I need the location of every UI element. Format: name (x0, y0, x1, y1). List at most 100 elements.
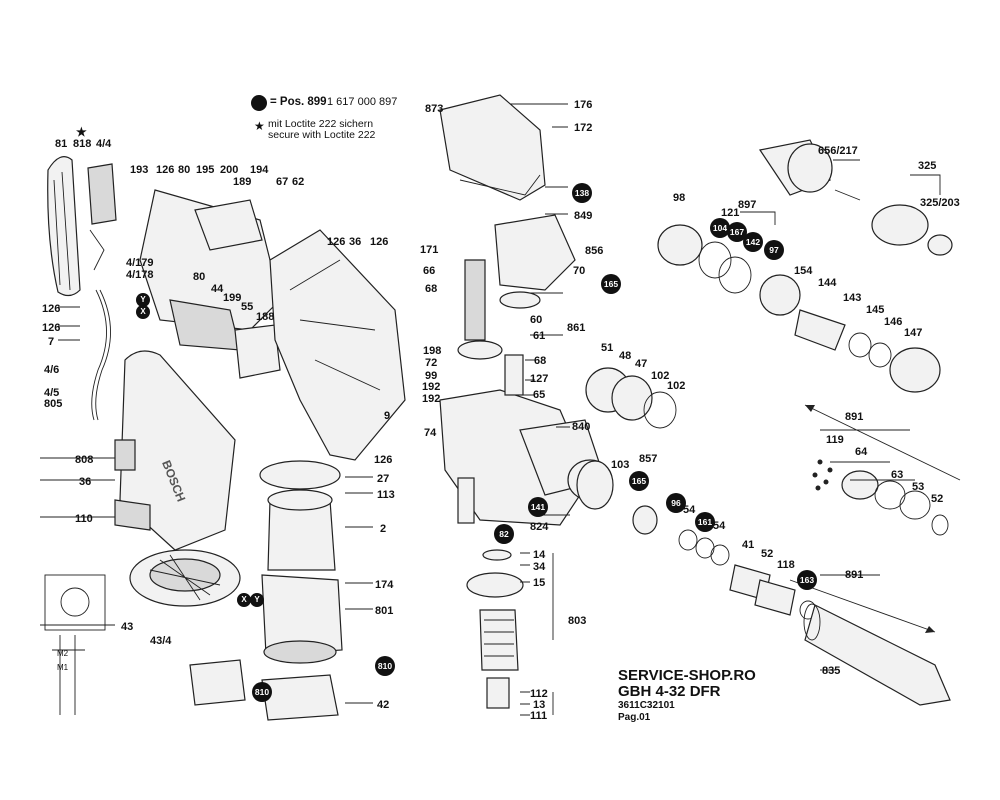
gear-shaft-stack (457, 259, 541, 524)
part-callout: 111 (530, 710, 548, 722)
part-callout: 36 (349, 236, 362, 248)
part-callout: 818 (73, 138, 92, 150)
part-callout: 325/203 (920, 197, 960, 209)
part-callout: 80 (178, 164, 191, 176)
part-callout: 194 (250, 164, 269, 176)
part-callout: 72 (425, 357, 438, 369)
part-callout: 60 (530, 314, 543, 326)
part-callout: 189 (233, 176, 252, 188)
part-callout: 144 (818, 277, 837, 289)
part-callout: 34 (533, 561, 546, 573)
part-callout: 74 (424, 427, 437, 439)
gear-housing-large (269, 229, 406, 461)
wire-marker: Y (250, 593, 264, 607)
armature (466, 549, 524, 709)
part-callout: 849 (574, 210, 593, 222)
part-callout: 656/217 (818, 145, 858, 157)
wire-marker: X (136, 305, 150, 319)
part-callout: 199 (223, 292, 242, 304)
part-callout: 118 (777, 559, 795, 571)
part-callout: 67 (276, 176, 289, 188)
part-callout: 53 (912, 481, 925, 493)
part-callout: 126 (156, 164, 175, 176)
part-callout: 146 (884, 316, 903, 328)
part-callout: 192 (422, 381, 441, 393)
position-badge: 138 (572, 183, 592, 203)
part-callout: 27 (377, 473, 390, 485)
legend-loctite-de: mit Loctite 222 sichern (268, 118, 374, 130)
part-callout: 835 (822, 665, 841, 677)
part-callout: 43 (121, 621, 134, 633)
part-callout: 200 (220, 164, 239, 176)
part-callout: 9 (384, 410, 391, 422)
part-callout: 154 (794, 265, 813, 277)
part-callout: 174 (375, 579, 394, 591)
part-callout: 195 (196, 164, 215, 176)
title-block: SERVICE-SHOP.RO GBH 4-32 DFR 3611C32101 … (618, 668, 756, 724)
part-callout: 64 (855, 446, 868, 458)
part-callout: 113 (377, 489, 395, 501)
legend-star-icon: ★ (254, 119, 265, 133)
part-callout: 62 (292, 176, 305, 188)
part-callout: 4/5 (44, 387, 60, 399)
part-callout: 55 (241, 301, 254, 313)
part-callout: 7 (48, 336, 55, 348)
handle-assembly (47, 156, 117, 421)
part-callout: 126 (370, 236, 389, 248)
part-callout: 41 (742, 539, 755, 551)
part-callout: 36 (79, 476, 92, 488)
position-badge: 104 (710, 218, 730, 238)
part-callout: 102 (651, 370, 670, 382)
part-callout: 143 (843, 292, 862, 304)
part-callout: 43/4 (150, 635, 172, 647)
part-callout: 52 (931, 493, 944, 505)
part-callout: 47 (635, 358, 648, 370)
fan-wheel (129, 549, 241, 607)
part-callout: 110 (75, 513, 93, 525)
part-callout: 14 (533, 549, 546, 561)
legend-pos-text: = Pos. 899 (270, 96, 327, 108)
part-callout: 112 (530, 688, 548, 700)
part-callout: 861 (567, 322, 586, 334)
part-callout: 66 (423, 265, 436, 277)
position-badge: 82 (494, 524, 514, 544)
fan-cover-assembly (139, 189, 281, 379)
part-callout: 126 (42, 303, 61, 315)
position-badge: 96 (666, 493, 686, 513)
part-callout: 99 (425, 370, 438, 382)
shop-name: SERVICE-SHOP.RO (618, 667, 756, 684)
part-callout: 51 (601, 342, 614, 354)
leader-lines (40, 103, 941, 716)
position-badge: 141 (528, 497, 548, 517)
position-badge: 810 (375, 656, 395, 676)
part-callout: 824 (530, 521, 549, 533)
part-callout: 119 (826, 434, 844, 446)
part-callout: 4/6 (44, 364, 60, 376)
part-callout: 193 (130, 164, 149, 176)
part-callout: 4/4 (96, 138, 112, 150)
position-badge: 142 (743, 232, 763, 252)
part-callout: 121 (721, 207, 740, 219)
position-badge: 97 (764, 240, 784, 260)
part-callout: 63 (891, 469, 904, 481)
part-callout: 65 (533, 389, 546, 401)
part-callout: 61 (533, 330, 546, 342)
wire-marker: Y (136, 293, 150, 307)
position-badge: 163 (797, 570, 817, 590)
chuck-quick-change (759, 139, 861, 201)
legend-loctite-en: secure with Loctite 222 (268, 129, 376, 141)
chuck-sds (871, 204, 953, 256)
part-callout: 897 (738, 199, 757, 211)
part-callout: 44 (211, 283, 224, 295)
part-callout: 891 (845, 411, 864, 423)
spring-set (812, 459, 949, 536)
schematic-m1: M1 (57, 663, 69, 672)
position-badge: 810 (252, 682, 272, 702)
tool-holder-rings (576, 367, 677, 510)
part-callout: 98 (673, 192, 686, 204)
part-callout: 80 (193, 271, 206, 283)
position-badge: 165 (601, 274, 621, 294)
part-callout: 803 (568, 615, 587, 627)
